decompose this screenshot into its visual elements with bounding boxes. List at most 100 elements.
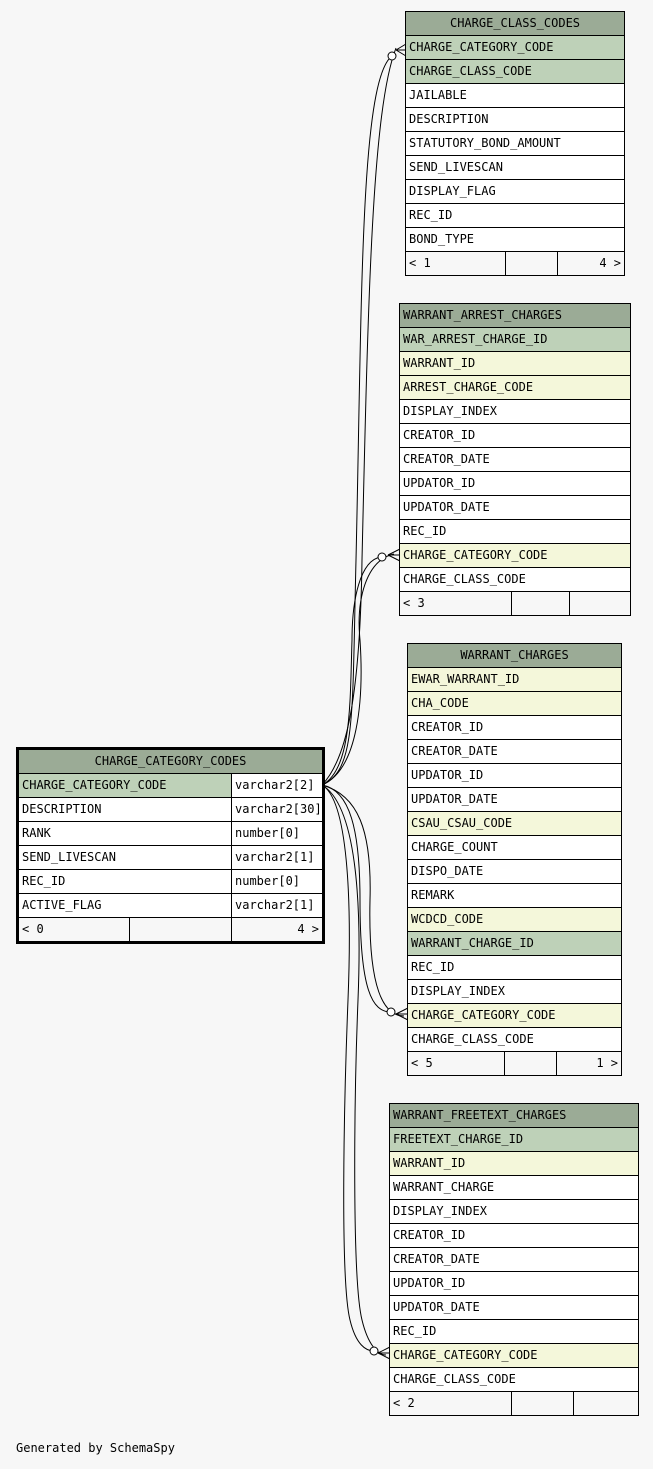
column-row[interactable]: CHARGE_CLASS_CODE [404,59,626,84]
footer-spacer [511,1391,574,1416]
column-row[interactable]: DISPLAY_FLAG [404,179,626,204]
child-count[interactable]: 4 > [230,917,325,943]
table-footer: < 1 4 > [405,251,626,276]
column-name: DISPLAY_INDEX [398,399,632,424]
column-row[interactable]: ARREST_CHARGE_CODE [398,375,632,400]
column-name: CREATOR_DATE [406,739,623,764]
column-row[interactable]: CREATOR_ID [388,1223,640,1248]
column-row[interactable]: CHARGE_CLASS_CODE [388,1367,640,1392]
parent-count[interactable]: < 3 [399,591,512,616]
column-row[interactable]: UPDATOR_ID [398,471,632,496]
column-row[interactable]: DISPLAY_INDEX [388,1199,640,1224]
table-charge-category-codes[interactable]: CHARGE_CATEGORY_CODES CHARGE_CATEGORY_CO… [16,747,326,944]
column-row[interactable]: CREATOR_DATE [388,1247,640,1272]
column-name: CREATOR_ID [398,423,632,448]
column-row[interactable]: UPDATOR_DATE [388,1295,640,1320]
table-warrant-arrest-charges[interactable]: WARRANT_ARREST_CHARGES WAR_ARREST_CHARGE… [398,303,632,616]
column-row[interactable]: WAR_ARREST_CHARGE_ID [398,327,632,352]
column-name: BOND_TYPE [404,227,626,252]
column-row[interactable]: DESCRIPTION [404,107,626,132]
column-name: WARRANT_ID [398,351,632,376]
column-row[interactable]: FREETEXT_CHARGE_ID [388,1127,640,1152]
column-row[interactable]: DISPO_DATE [406,859,623,884]
column-name: UPDATOR_ID [406,763,623,788]
column-row[interactable]: WARRANT_CHARGE_ID [406,931,623,956]
footer-spacer [505,251,558,276]
column-name: CSAU_CSAU_CODE [406,811,623,836]
column-name: CHARGE_CLASS_CODE [398,567,632,592]
column-row[interactable]: UPDATOR_DATE [398,495,632,520]
column-name: CREATOR_DATE [388,1247,640,1272]
column-row[interactable]: CHARGE_CATEGORY_CODE [404,35,626,60]
column-row[interactable]: REC_ID [404,203,626,228]
table-title[interactable]: WARRANT_CHARGES [406,643,623,668]
table-title[interactable]: CHARGE_CLASS_CODES [404,11,626,36]
column-row[interactable]: WARRANT_CHARGE [388,1175,640,1200]
column-name: CREATOR_ID [388,1223,640,1248]
column-row[interactable]: DISPLAY_INDEX [406,979,623,1004]
column-name: WCDCD_CODE [406,907,623,932]
column-row[interactable]: EWAR_WARRANT_ID [406,667,623,692]
table-title[interactable]: WARRANT_ARREST_CHARGES [398,303,632,328]
column-name: UPDATOR_DATE [398,495,632,520]
table-title[interactable]: WARRANT_FREETEXT_CHARGES [388,1103,640,1128]
column-row[interactable]: JAILABLE [404,83,626,108]
parent-count[interactable]: < 2 [389,1391,512,1416]
column-row[interactable]: CHARGE_CLASS_CODE [398,567,632,592]
column-name: RANK [17,821,232,846]
column-type: number[0] [230,821,325,846]
column-row[interactable]: REC_ID [388,1319,640,1344]
column-type: varchar2[2] [230,773,325,798]
column-row[interactable]: CREATOR_ID [398,423,632,448]
column-row[interactable]: CHARGE_CLASS_CODE [406,1027,623,1052]
column-name: WARRANT_ID [388,1151,640,1176]
child-count[interactable]: 1 > [555,1051,623,1076]
column-row[interactable]: WCDCD_CODE [406,907,623,932]
column-row[interactable]: REC_ID [398,519,632,544]
column-row[interactable]: CHARGE_CATEGORY_CODE [398,543,632,568]
column-row[interactable]: WARRANT_ID [388,1151,640,1176]
column-row[interactable]: DISPLAY_INDEX [398,399,632,424]
column-row[interactable]: CHARGE_CATEGORY_CODE [388,1343,640,1368]
parent-count[interactable]: < 5 [407,1051,505,1076]
parent-count[interactable]: < 1 [405,251,506,276]
column-row[interactable]: CSAU_CSAU_CODE [406,811,623,836]
column-row[interactable]: UPDATOR_ID [388,1271,640,1296]
column-row[interactable]: SEND_LIVESCAN [404,155,626,180]
column-row[interactable]: CHARGE_CATEGORY_CODE [406,1003,623,1028]
column-row[interactable]: WARRANT_ID [398,351,632,376]
column-name: STATUTORY_BOND_AMOUNT [404,131,626,156]
column-name: REC_ID [404,203,626,228]
column-row[interactable]: CHA_CODE [406,691,623,716]
column-row[interactable]: REC_ID [406,955,623,980]
column-name: CHARGE_CATEGORY_CODE [406,1003,623,1028]
column-name: REC_ID [398,519,632,544]
column-name: DESCRIPTION [404,107,626,132]
column-row[interactable]: UPDATOR_ID [406,763,623,788]
column-row[interactable]: CREATOR_DATE [406,739,623,764]
column-row[interactable]: CHARGE_COUNT [406,835,623,860]
table-warrant-freetext-charges[interactable]: WARRANT_FREETEXT_CHARGES FREETEXT_CHARGE… [388,1103,640,1416]
column-name: SEND_LIVESCAN [17,845,232,870]
table-title[interactable]: CHARGE_CATEGORY_CODES [16,748,325,774]
child-count[interactable]: 4 > [556,251,626,276]
column-row[interactable]: UPDATOR_DATE [406,787,623,812]
parent-count[interactable]: < 0 [17,917,130,943]
column-name: CHARGE_CLASS_CODE [404,59,626,84]
child-count[interactable] [572,1391,640,1416]
column-row[interactable]: CREATOR_ID [406,715,623,740]
child-count[interactable] [568,591,632,616]
column-row[interactable]: BOND_TYPE [404,227,626,252]
column-row[interactable]: CREATOR_DATE [398,447,632,472]
column-row[interactable]: REMARK [406,883,623,908]
edge-warrant-charges [321,784,392,1013]
column-row[interactable]: STATUTORY_BOND_AMOUNT [404,131,626,156]
